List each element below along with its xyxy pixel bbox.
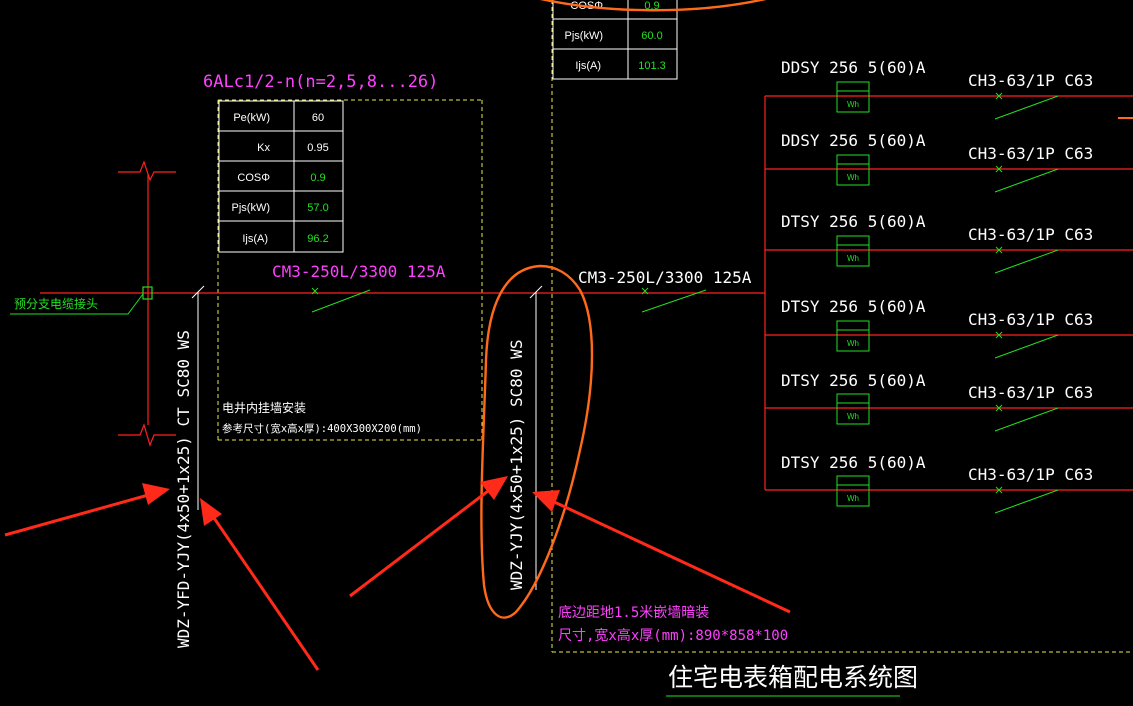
- annotation-arrow: [4, 483, 170, 537]
- breaker-label: CH3-63/1P C63: [968, 225, 1093, 244]
- circuit-row[interactable]: Wh DDSY 256 5(60)A CH3-63/1P C63: [765, 58, 1133, 120]
- param-value: 60.0: [641, 30, 662, 42]
- annotation-ellipse: [480, 264, 594, 619]
- param-label: Ijs(A): [575, 60, 601, 72]
- top-param-table: COSΦ 0.9 Pjs(kW) 60.0 Ijs(A) 101.3: [552, 0, 678, 80]
- install-note-left-1: 电井内挂墙安装: [222, 400, 306, 415]
- meter-label: DTSY 256 5(60)A: [781, 453, 926, 472]
- meter-label: DDSY 256 5(60)A: [781, 131, 926, 150]
- param-label: Pjs(kW): [232, 202, 271, 214]
- annotation-arrow: [200, 498, 320, 671]
- param-label: Pjs(kW): [565, 30, 604, 42]
- circuit-breaker-symbol: [994, 246, 1059, 274]
- breaker-label: CH3-63/1P C63: [968, 383, 1093, 402]
- annotation-arrow: [349, 476, 508, 598]
- breaker-label: CH3-63/1P C63: [968, 310, 1093, 329]
- breaker-label: CH3-63/1P C63: [968, 71, 1093, 90]
- circuit-row[interactable]: Wh DTSY 256 5(60)A CH3-63/1P C63: [765, 453, 1133, 514]
- param-value: 0.9: [310, 172, 325, 184]
- install-note-left-2: 参考尺寸(宽x高x厚):400X300X200(mm): [222, 422, 422, 435]
- branch-label-leader: [10, 293, 144, 315]
- param-value: 57.0: [307, 202, 328, 214]
- annotation-circle-top: [540, 0, 767, 12]
- left-box-boundary: [217, 99, 483, 441]
- circuit-row[interactable]: Wh DDSY 256 5(60)A CH3-63/1P C63: [765, 131, 1133, 193]
- watt-hour-meter-icon: Wh: [847, 173, 859, 182]
- main-feeder-wire: [40, 96, 766, 490]
- left-param-table: Pe(kW) 60 Kx 0.95 COSΦ 0.9 Pjs(kW) 57.0 …: [218, 100, 344, 253]
- main-breaker-right-symbol: [641, 287, 707, 313]
- meter-label: DDSY 256 5(60)A: [781, 58, 926, 77]
- main-breaker-left-label: CM3-250L/3300 125A: [272, 262, 446, 281]
- drawing-title: 住宅电表箱配电系统图: [668, 663, 918, 692]
- param-label: Kx: [257, 142, 270, 154]
- param-label: COSΦ: [237, 172, 270, 184]
- watt-hour-meter-icon: Wh: [847, 254, 859, 263]
- circuit-breaker-symbol: [994, 331, 1059, 359]
- breaker-label: CH3-63/1P C63: [968, 144, 1093, 163]
- circuit-breaker-symbol: [994, 92, 1059, 120]
- cable-spec-right: WDZ-YJY(4x50+1x25) SC80 WS: [507, 340, 526, 590]
- circuit-breaker-symbol: [994, 486, 1059, 514]
- circuit-breaker-symbol: [994, 165, 1059, 193]
- circuit-breaker-symbol: [994, 404, 1059, 432]
- circuit-row[interactable]: Wh DTSY 256 5(60)A CH3-63/1P C63: [765, 297, 1133, 359]
- param-value: 60: [312, 112, 324, 124]
- param-value: 96.2: [307, 233, 328, 245]
- watt-hour-meter-icon: Wh: [847, 412, 859, 421]
- main-breaker-left-symbol: [311, 287, 371, 313]
- param-value: 101.3: [638, 60, 666, 72]
- param-value: 0.9: [644, 0, 659, 12]
- panel-title: 6ALc1/2-n(n=2,5,8...26): [203, 72, 438, 92]
- circuit-row[interactable]: Wh DTSY 256 5(60)A CH3-63/1P C63: [765, 371, 1133, 432]
- right-box-boundary: [551, 0, 1133, 653]
- meter-label: DTSY 256 5(60)A: [781, 371, 926, 390]
- branch-joint-label: 预分支电缆接头: [14, 296, 98, 311]
- main-breaker-right-label: CM3-250L/3300 125A: [578, 268, 752, 287]
- meter-label: DTSY 256 5(60)A: [781, 297, 926, 316]
- watt-hour-meter-icon: Wh: [847, 100, 859, 109]
- install-note-right-2: 尺寸,宽x高x厚(mm):890*858*100: [558, 627, 788, 644]
- cable-spec-left: WDZ-YFD-YJY(4x50+1x25) CT SC80 WS: [174, 330, 193, 648]
- breaker-label: CH3-63/1P C63: [968, 465, 1093, 484]
- param-label: Pe(kW): [233, 112, 270, 124]
- install-note-right-1: 底边距地1.5米嵌墙暗装: [558, 605, 709, 621]
- param-value: 0.95: [307, 142, 328, 154]
- watt-hour-meter-icon: Wh: [847, 339, 859, 348]
- circuit-row[interactable]: Wh DTSY 256 5(60)A CH3-63/1P C63: [765, 212, 1133, 274]
- watt-hour-meter-icon: Wh: [847, 494, 859, 503]
- meter-label: DTSY 256 5(60)A: [781, 212, 926, 231]
- branch-joint-symbol: [142, 286, 153, 300]
- annotation-arrow: [532, 490, 791, 614]
- param-label: Ijs(A): [242, 233, 268, 245]
